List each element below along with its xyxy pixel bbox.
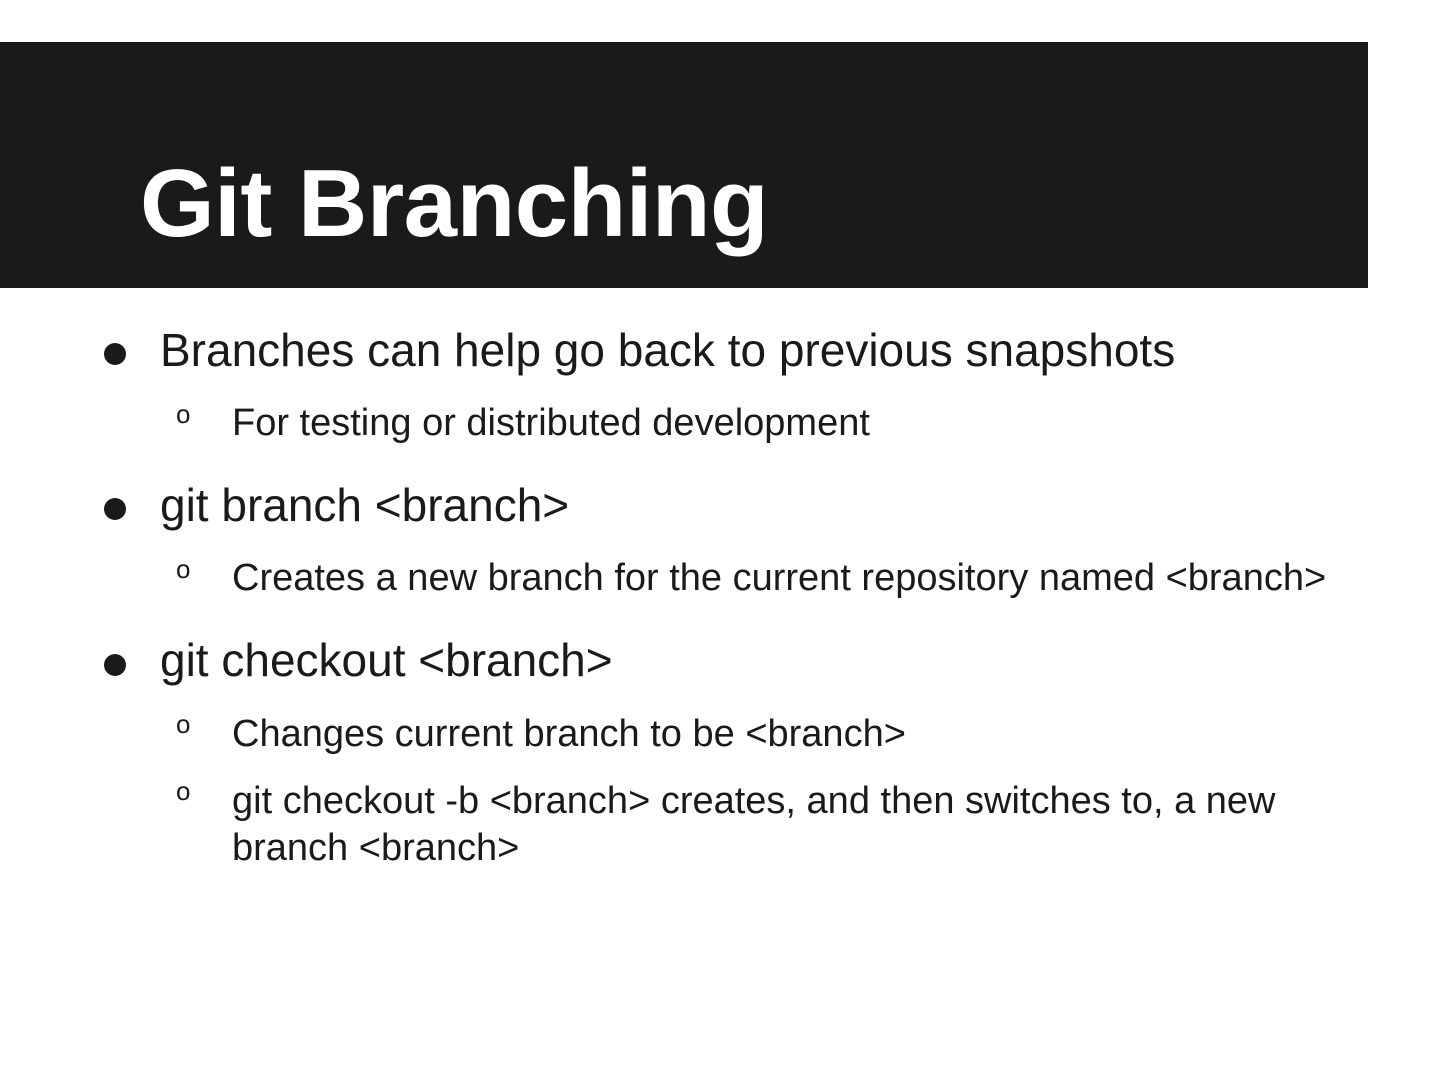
bullet-filled-circle-icon (104, 498, 126, 521)
bullet-filled-circle-icon (104, 653, 126, 676)
list-item-label: git checkout <branch> (160, 634, 613, 687)
circle-outline-icon: o (176, 709, 191, 740)
list-item-level2: o Creates a new branch for the current r… (0, 555, 1440, 602)
list-item-level2: o For testing or distributed development (0, 400, 1440, 447)
list-item-level1: git checkout <branch> (0, 632, 1440, 688)
list-item-level2: o git checkout -b <branch> creates, and … (0, 778, 1440, 872)
circle-outline-icon: o (176, 398, 191, 429)
list-item-label: For testing or distributed development (232, 402, 870, 445)
list-item-label: Branches can help go back to previous sn… (160, 324, 1176, 376)
bullet-group: git checkout <branch> o Changes current … (0, 632, 1440, 871)
title-banner: Git Branching (0, 42, 1368, 288)
bullet-group: Branches can help go back to previous sn… (0, 322, 1440, 447)
list-item-level1: Branches can help go back to previous sn… (0, 322, 1440, 378)
list-item-level2: o Changes current branch to be <branch> (0, 711, 1440, 758)
page-title: Git Branching (140, 150, 769, 257)
circle-outline-icon: o (176, 553, 191, 584)
bullet-group: git branch <branch> o Creates a new bran… (0, 477, 1440, 602)
list-item-label: Changes current branch to be <branch> (232, 712, 906, 755)
slide-body: Branches can help go back to previous sn… (0, 322, 1440, 874)
bullet-filled-circle-icon (104, 343, 126, 366)
list-item-label: git branch <branch> (160, 479, 570, 532)
list-item-label: Creates a new branch for the current rep… (232, 557, 1327, 600)
list-item-level1: git branch <branch> (0, 477, 1440, 533)
circle-outline-icon: o (176, 776, 191, 807)
list-item-label: git checkout -b <branch> creates, and th… (232, 779, 1276, 869)
